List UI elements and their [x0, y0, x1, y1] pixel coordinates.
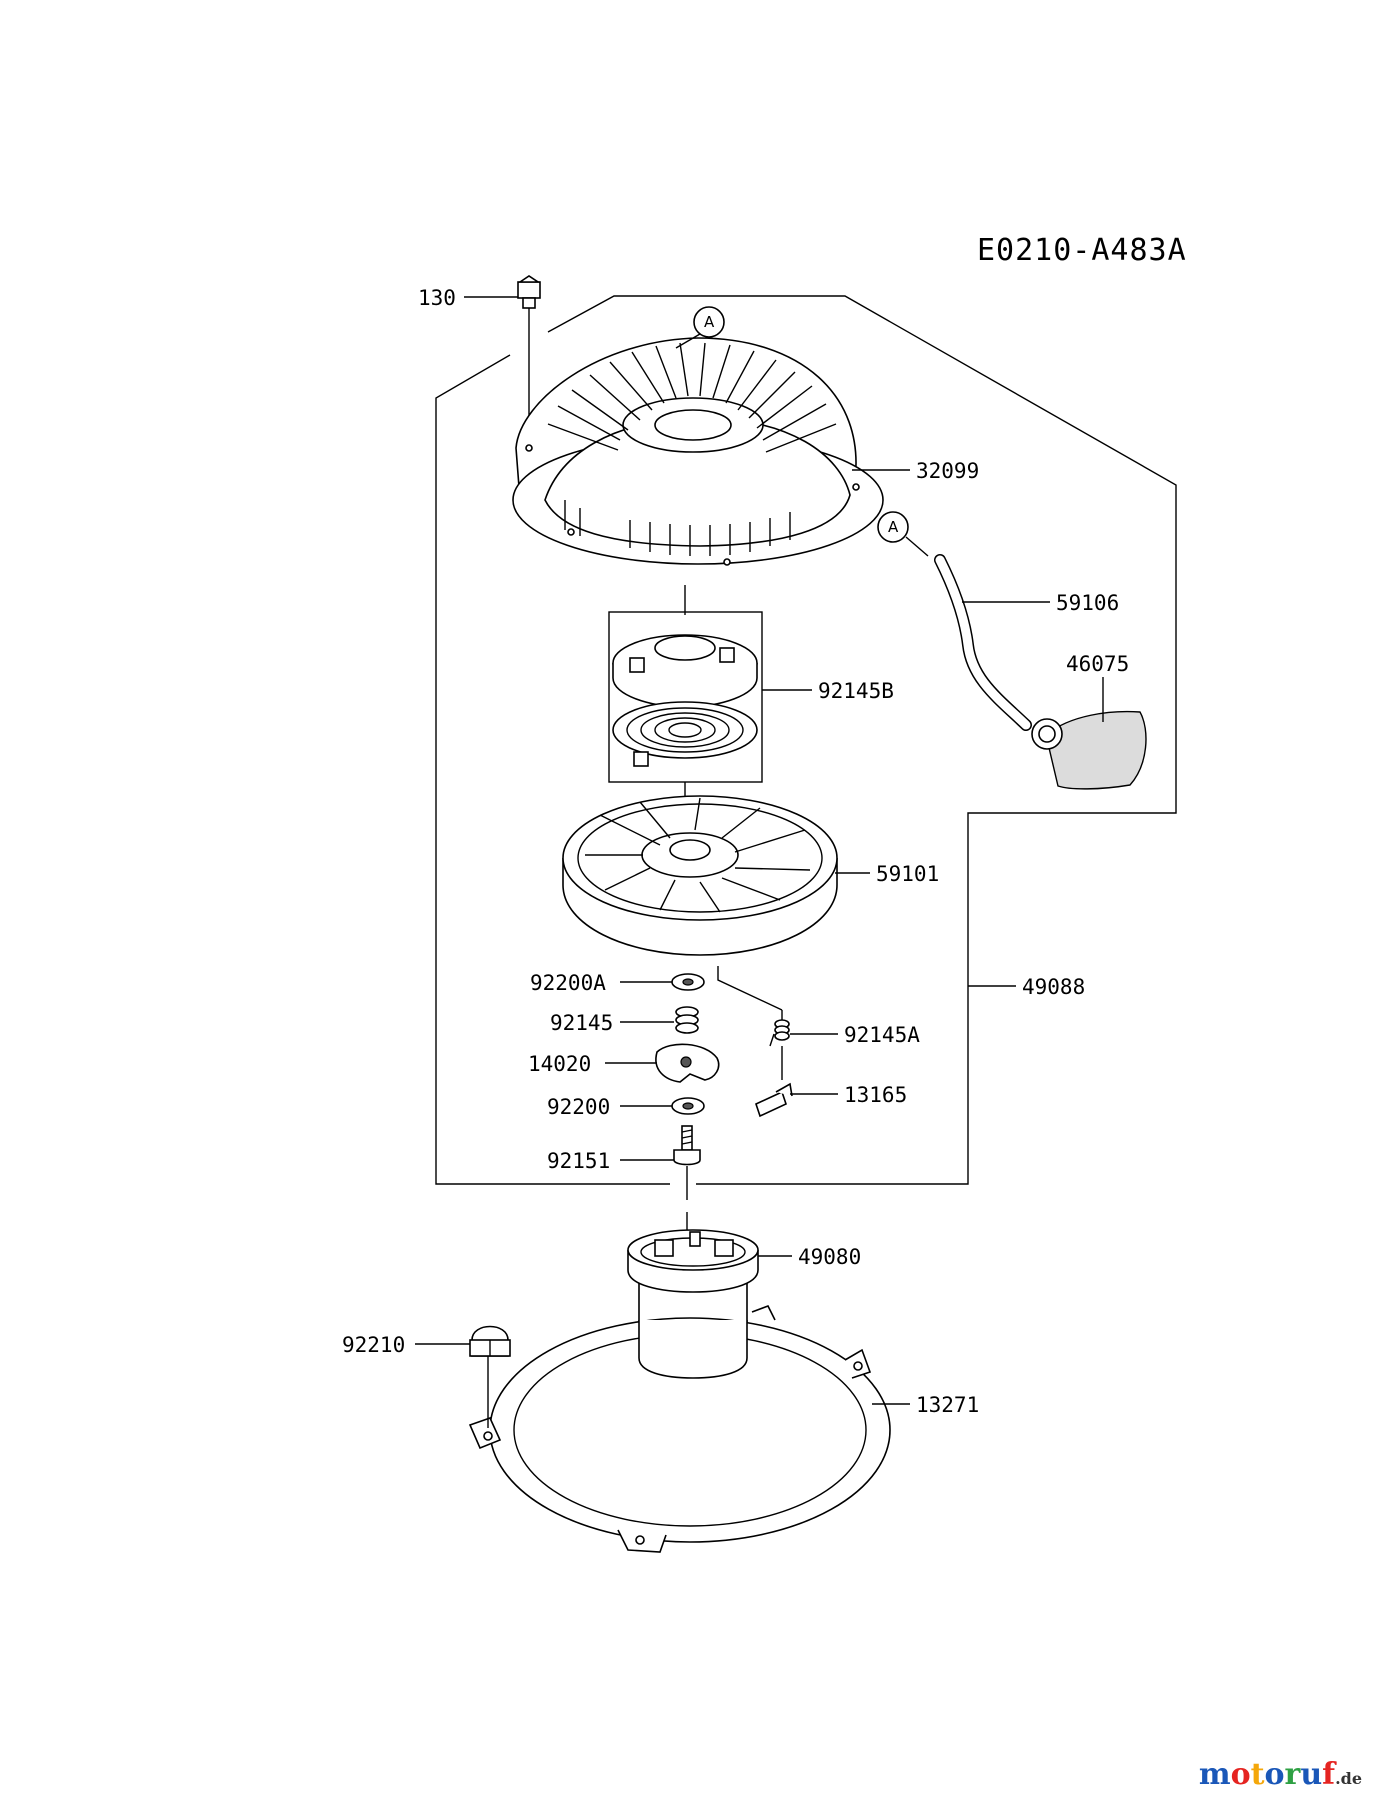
watermark-letter: t: [1250, 1757, 1265, 1792]
watermark-logo: motoruf.de: [1199, 1757, 1362, 1792]
label-13271: 13271: [916, 1393, 979, 1417]
spring-case-icon: [612, 634, 758, 708]
screw-92151-icon: [673, 1125, 701, 1166]
label-49080: 49080: [798, 1245, 861, 1269]
spring-92145-icon: [675, 1006, 699, 1034]
recoil-cover-icon: [512, 337, 884, 566]
label-32099: 32099: [916, 459, 979, 483]
label-92200: 92200: [547, 1095, 610, 1119]
washer-92200-icon: [671, 1097, 705, 1115]
pawl-spring-icon: [769, 1010, 790, 1047]
label-46075: 46075: [1066, 652, 1129, 676]
ratchet-icon: [655, 1043, 720, 1083]
label-49088: 49088: [1022, 975, 1085, 999]
callout-a-top: [693, 306, 725, 338]
label-59101: 59101: [876, 862, 939, 886]
watermark-tld: .de: [1335, 1769, 1362, 1788]
label-59106: 59106: [1056, 591, 1119, 615]
watermark-letter: r: [1284, 1757, 1301, 1792]
label-14020: 14020: [528, 1052, 591, 1076]
label-92151: 92151: [547, 1149, 610, 1173]
base-plate-icon: [468, 1304, 891, 1553]
watermark-letter: o: [1264, 1757, 1285, 1792]
callout-a-rope-text: A: [888, 518, 899, 536]
label-130: 130: [418, 286, 456, 310]
bolt-130-icon: [517, 275, 541, 309]
label-92145: 92145: [550, 1011, 613, 1035]
washer-92200A-icon: [671, 973, 705, 991]
pawl-icon: [755, 1082, 793, 1118]
starter-handle-icon: [1031, 710, 1147, 790]
assembly-outline-left: [435, 354, 670, 1185]
recoil-spring-icon: [612, 701, 758, 767]
diagram-code: E0210-A483A: [977, 233, 1187, 268]
label-92200A: 92200A: [530, 971, 606, 995]
watermark-letter: f: [1322, 1757, 1336, 1792]
watermark-letter: o: [1230, 1757, 1251, 1792]
reel-icon: [562, 795, 838, 956]
label-13165: 13165: [844, 1083, 907, 1107]
callout-a-rope: [877, 511, 909, 543]
cap-nut-icon: [469, 1325, 511, 1357]
label-92210: 92210: [342, 1333, 405, 1357]
watermark-letter: m: [1198, 1757, 1231, 1792]
starter-rope-icon: [934, 554, 1032, 731]
assembly-outline: [547, 295, 1177, 1185]
watermark-letter: u: [1300, 1757, 1323, 1792]
label-92145B: 92145B: [818, 679, 894, 703]
callout-a-top-text: A: [704, 313, 715, 331]
label-92145A: 92145A: [844, 1023, 920, 1047]
